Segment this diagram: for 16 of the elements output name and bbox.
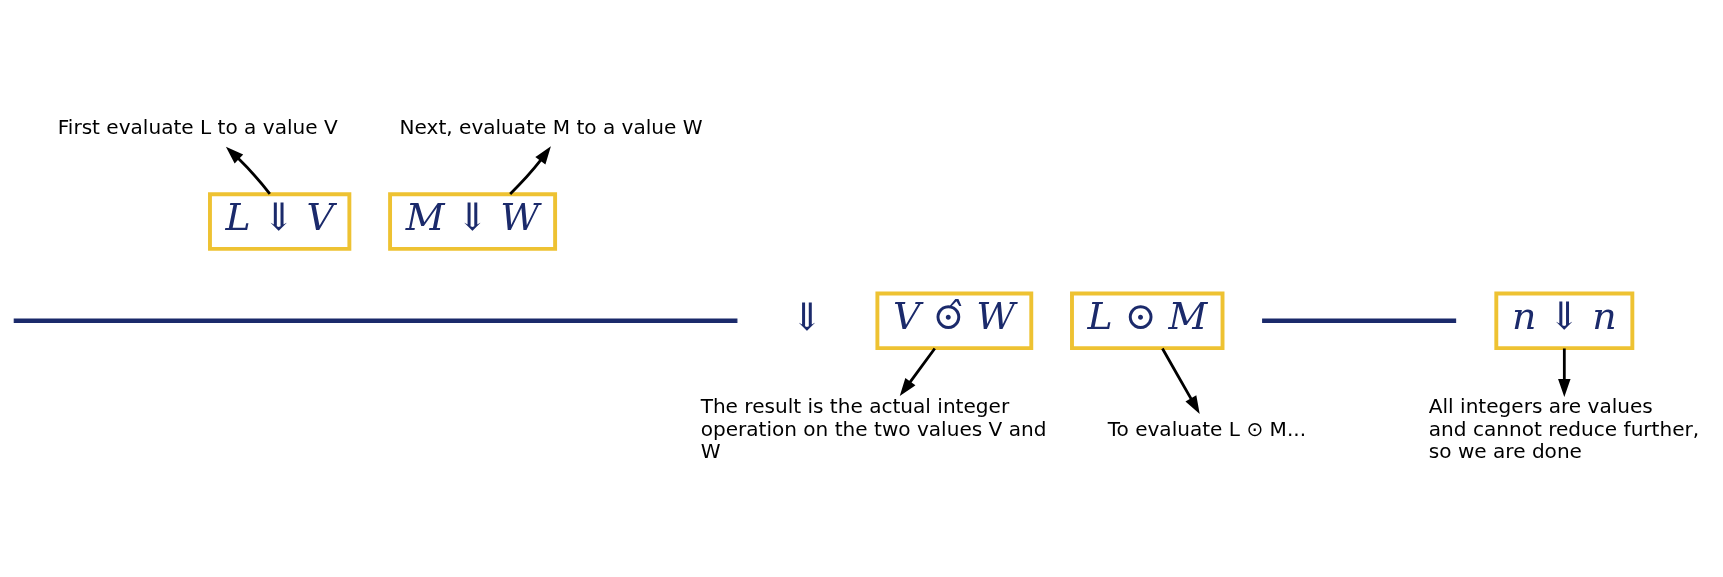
node-text: Next, evaluate M to a value W <box>399 114 703 139</box>
arrow <box>1161 347 1200 414</box>
label: ⇓ <box>790 294 823 339</box>
node-text: First evaluate L to a value V <box>57 114 338 139</box>
arrow <box>509 145 551 195</box>
node-text: To evaluate L ⊙ M... <box>1107 416 1307 441</box>
node-box: M ⇓ W <box>388 191 558 251</box>
node-box: V ⊙̂ W <box>875 291 1034 350</box>
node-box: L ⊙ M <box>1070 291 1225 350</box>
arrow <box>1558 348 1571 397</box>
node-text: All integers are values and cannot reduce further, so we are done <box>1428 393 1700 463</box>
node-box: n ⇓ n <box>1494 291 1635 350</box>
arrow <box>225 146 271 195</box>
node-text: The result is the actual integer operation on the two values V and W <box>700 393 1047 463</box>
arrow <box>899 347 936 396</box>
node-box: L ⇓ V <box>208 191 352 251</box>
